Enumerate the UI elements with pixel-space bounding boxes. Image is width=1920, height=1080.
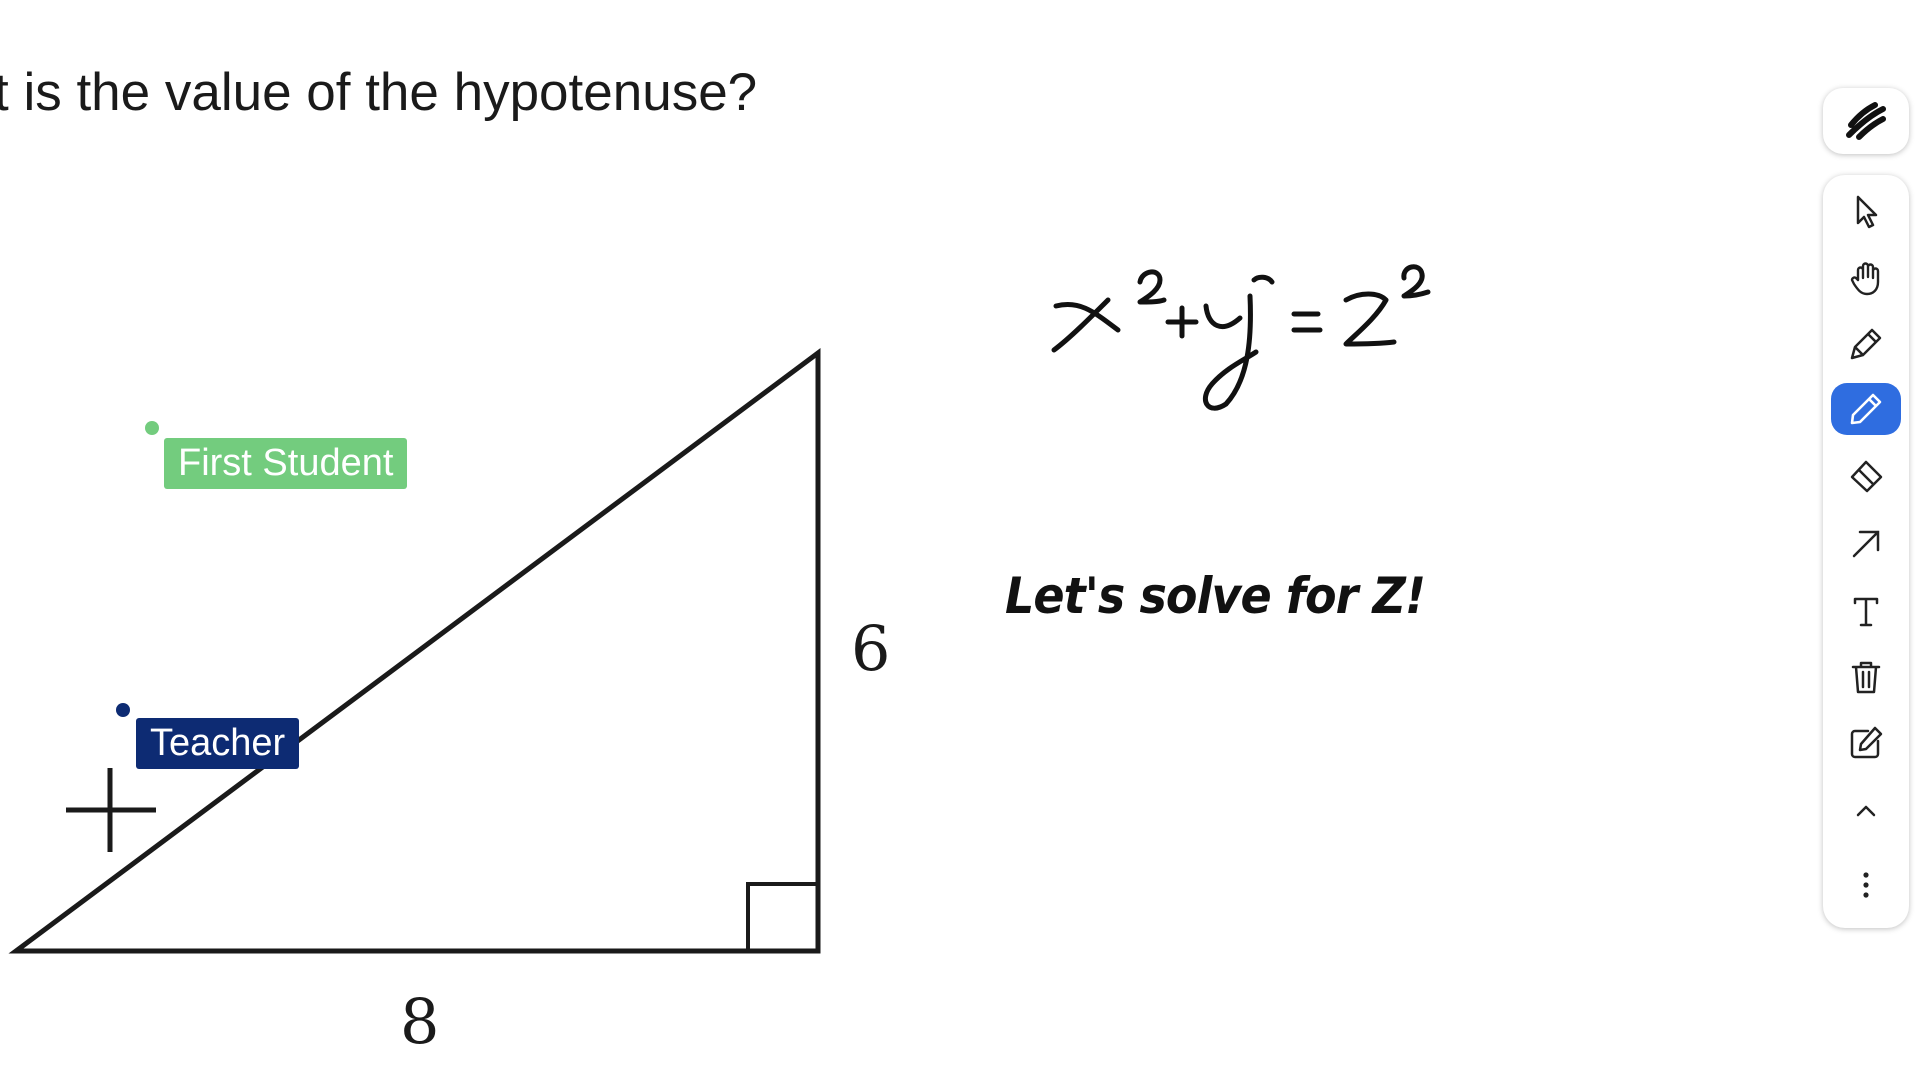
- eraser-icon: [1850, 460, 1883, 493]
- tool-eraser[interactable]: [1831, 451, 1901, 503]
- first-student-cursor-dot: [145, 421, 159, 435]
- right-angle-marker: [746, 882, 818, 951]
- more-vertical-icon: [1863, 872, 1869, 898]
- app-logo-icon: [1846, 102, 1886, 140]
- teacher-cursor-label: Teacher: [136, 718, 300, 769]
- app-logo-button[interactable]: [1823, 88, 1909, 154]
- tool-text[interactable]: [1831, 585, 1901, 637]
- drawing-toolbar: [1823, 175, 1909, 928]
- tool-pen[interactable]: [1831, 383, 1901, 435]
- first-student-cursor-label: First Student: [164, 438, 408, 489]
- handwritten-equation: [1051, 264, 1431, 411]
- tool-arrow[interactable]: [1831, 518, 1901, 570]
- side-label-vertical: 6: [851, 612, 891, 685]
- chevron-up-icon: [1856, 805, 1876, 817]
- pencil-icon: [1850, 393, 1882, 425]
- text-icon: [1853, 597, 1879, 627]
- crosshair-cursor-icon: [66, 768, 156, 852]
- tool-edit[interactable]: [1831, 717, 1901, 769]
- trash-icon: [1851, 661, 1881, 694]
- tool-select[interactable]: [1831, 185, 1901, 237]
- pointer-icon: [1856, 195, 1878, 229]
- arrow-icon: [1852, 530, 1880, 558]
- hand-icon: [1850, 262, 1880, 296]
- tool-delete[interactable]: [1831, 651, 1901, 703]
- tool-highlighter[interactable]: [1831, 318, 1901, 370]
- marker-icon: [1850, 328, 1882, 360]
- teacher-cursor-dot: [116, 703, 130, 717]
- triangle-shape: [8, 348, 821, 954]
- handwritten-note: Let's solve for Z!: [1005, 567, 1426, 625]
- tool-more[interactable]: [1831, 859, 1901, 911]
- question-text: t is the value of the hypotenuse?: [0, 63, 758, 122]
- tool-pan[interactable]: [1831, 252, 1901, 304]
- edit-icon: [1850, 726, 1883, 759]
- side-label-horizontal: 8: [400, 985, 440, 1058]
- tool-collapse[interactable]: [1831, 785, 1901, 837]
